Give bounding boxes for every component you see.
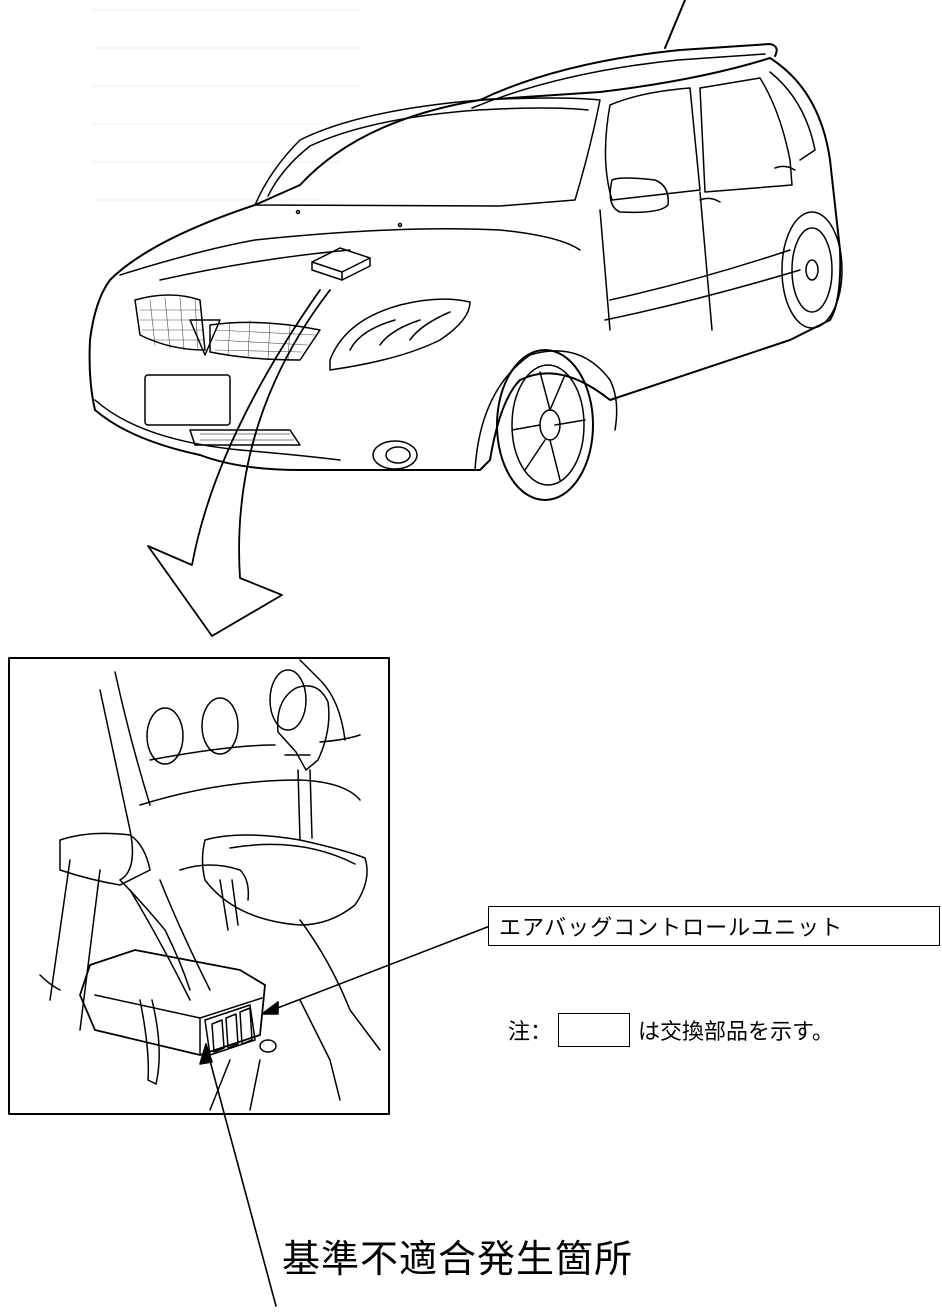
console-illustration — [39, 659, 381, 1111]
faint-background-text — [91, 9, 361, 201]
location-arrow — [147, 289, 331, 637]
ecu-location-marker — [311, 247, 371, 273]
car-illustration — [88, 0, 843, 501]
detail-inset-frame — [8, 657, 390, 1115]
callout-arrows — [199, 925, 491, 1307]
part-label-box: エアバッグコントロールユニット — [488, 906, 940, 946]
note-suffix: は交換部品を示す。 — [638, 1020, 834, 1045]
replacement-part-swatch — [558, 1013, 631, 1047]
defect-location-label: 基準不適合発生箇所 — [282, 1237, 634, 1281]
airbag-ecu-shape — [79, 949, 266, 1056]
note-prefix: 注： — [508, 1020, 553, 1045]
part-label-text: エアバッグコントロールユニット — [499, 916, 844, 941]
legend-note: 注： は交換部品を示す。 — [508, 1010, 834, 1050]
